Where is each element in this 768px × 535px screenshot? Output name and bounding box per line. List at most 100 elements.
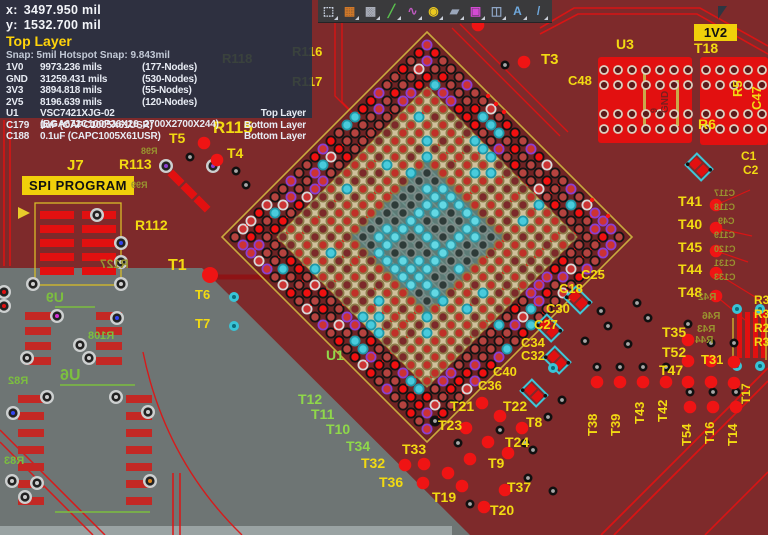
designator-label-c34[interactable]: C34 [521, 335, 545, 350]
designator-label-r5[interactable]: R5 [730, 80, 745, 97]
tool-dropdown-arrow-icon[interactable] [355, 16, 359, 20]
designator-label-t16[interactable]: T16 [702, 421, 717, 444]
designator-label-t8[interactable]: T8 [526, 414, 543, 430]
designator-label-c1[interactable]: C1 [741, 149, 757, 163]
designator-label-r113[interactable]: R113 [119, 156, 152, 172]
designator-label-t45[interactable]: T45 [678, 239, 703, 255]
designator-label-u9[interactable]: U9 [46, 289, 64, 305]
designator-label-t5[interactable]: T5 [169, 130, 186, 146]
tool-pad-icon[interactable]: ▦ [339, 1, 360, 21]
tool-interactive-route-icon[interactable]: ∿ [402, 1, 423, 21]
tool-dropdown-arrow-icon[interactable] [481, 16, 485, 20]
designator-label-t23[interactable]: T23 [438, 417, 463, 433]
designator-label-t39[interactable]: T39 [608, 413, 623, 436]
designator-label-c40[interactable]: C40 [493, 364, 517, 379]
tool-dropdown-arrow-icon[interactable] [418, 16, 422, 20]
designator-label-r2[interactable]: R2 [754, 321, 768, 335]
designator-label-t12[interactable]: T12 [298, 391, 323, 407]
designator-label-c47[interactable]: C47 [749, 86, 764, 110]
designator-label-c30[interactable]: C30 [546, 301, 570, 316]
tool-dropdown-arrow-icon[interactable] [523, 16, 527, 20]
designator-label-c36[interactable]: C36 [478, 378, 502, 393]
designator-label-r115[interactable]: R115 [213, 118, 253, 137]
chip-resistor[interactable] [167, 169, 185, 187]
designator-label-u3[interactable]: U3 [616, 36, 634, 52]
designator-label-t6[interactable]: T6 [195, 287, 211, 302]
chip-resistor[interactable] [180, 182, 198, 200]
tool-text-string-icon[interactable]: A [507, 1, 528, 21]
designator-label-t35[interactable]: T35 [662, 324, 687, 340]
designator-label-t4[interactable]: T4 [227, 145, 244, 161]
designator-label-r108[interactable]: R108 [88, 330, 115, 342]
designator-label-c48[interactable]: C48 [568, 73, 592, 88]
designator-label-t31[interactable]: T31 [701, 352, 724, 367]
tool-dropdown-arrow-icon[interactable] [334, 16, 338, 20]
designator-label-r44[interactable]: R44 [695, 335, 714, 346]
designator-label-c131[interactable]: C131 [714, 258, 736, 268]
chip-capacitor[interactable] [684, 152, 714, 182]
designator-label-t41[interactable]: T41 [678, 193, 703, 209]
designator-label-r42[interactable]: R42 [698, 292, 717, 303]
designator-label-r127[interactable]: R127 [100, 257, 129, 271]
chip-capacitor[interactable] [563, 285, 593, 315]
designator-label-t9[interactable]: T9 [488, 455, 505, 471]
tool-dropdown-arrow-icon[interactable] [502, 16, 506, 20]
designator-label-t36[interactable]: T36 [379, 474, 404, 490]
chip-capacitor[interactable] [534, 313, 564, 343]
designator-label-t37[interactable]: T37 [507, 479, 532, 495]
designator-label-t43[interactable]: T43 [632, 401, 647, 424]
designator-label-r83[interactable]: R83 [4, 455, 25, 467]
tool-dropdown-arrow-icon[interactable] [460, 16, 464, 20]
designator-label-t11[interactable]: T11 [311, 406, 335, 422]
chip-capacitor[interactable] [519, 378, 549, 408]
designator-label-c25[interactable]: C25 [581, 267, 605, 282]
designator-label-c18[interactable]: C18 [559, 281, 583, 296]
designator-label-t17[interactable]: T17 [739, 383, 753, 404]
designator-label-c133[interactable]: C133 [714, 272, 736, 282]
tool-dropdown-arrow-icon[interactable] [376, 16, 380, 20]
tool-line-icon[interactable]: ╱ [381, 1, 402, 21]
designator-label-t10[interactable]: T10 [326, 421, 351, 437]
designator-label-t20[interactable]: T20 [490, 502, 515, 518]
tool-dropdown-arrow-icon[interactable] [544, 16, 548, 20]
tool-polygon-pour-icon[interactable]: ▩ [360, 1, 381, 21]
designator-label-t48[interactable]: T48 [678, 284, 703, 300]
designator-label-t21[interactable]: T21 [450, 398, 475, 414]
designator-label-9[interactable]: 9 [649, 107, 659, 113]
designator-label-r46[interactable]: R46 [702, 311, 721, 322]
designator-label-r98[interactable]: R98 [141, 146, 158, 156]
tool-track-icon[interactable]: / [528, 1, 549, 21]
silkscreen-spi-program-label[interactable]: SPI PROGRAM [22, 176, 134, 195]
designator-label-t14[interactable]: T14 [725, 423, 740, 446]
designator-label-gnd[interactable]: GND [660, 90, 671, 113]
designator-label-r43[interactable]: R43 [697, 324, 716, 335]
designator-label-t38[interactable]: T38 [585, 413, 600, 436]
designator-label-j7[interactable]: J7 [67, 157, 84, 174]
designator-label-r6[interactable]: R6 [698, 116, 716, 132]
designator-label-t34[interactable]: T34 [346, 438, 371, 454]
designator-label-u6[interactable]: U6 [60, 367, 81, 384]
designator-label-t18[interactable]: T18 [694, 40, 719, 56]
designator-label-t33[interactable]: T33 [402, 441, 427, 457]
designator-label-c2[interactable]: C2 [743, 163, 759, 177]
designator-label-t19[interactable]: T19 [432, 489, 457, 505]
designator-label-t54[interactable]: T54 [679, 423, 694, 446]
tool-fill-icon[interactable]: ▰ [444, 1, 465, 21]
designator-label-t1[interactable]: T1 [168, 257, 187, 274]
designator-label-t22[interactable]: T22 [503, 398, 528, 414]
net-label-1v2[interactable]: 1V2 [694, 24, 737, 41]
bga-u1-footprint[interactable] [220, 30, 634, 444]
tool-dropdown-arrow-icon[interactable] [397, 16, 401, 20]
tool-rectangle-icon[interactable]: ▣ [465, 1, 486, 21]
designator-label-t52[interactable]: T52 [662, 344, 687, 360]
designator-label-c32[interactable]: C32 [521, 348, 545, 363]
designator-label-c119[interactable]: C119 [714, 230, 736, 240]
component-u3[interactable] [598, 57, 768, 145]
designator-label-t42[interactable]: T42 [655, 399, 670, 422]
designator-label-c120[interactable]: C120 [714, 244, 736, 254]
vias[interactable] [0, 60, 765, 509]
tool-via-icon[interactable]: ◉ [423, 1, 444, 21]
designator-label-t32[interactable]: T32 [361, 455, 386, 471]
